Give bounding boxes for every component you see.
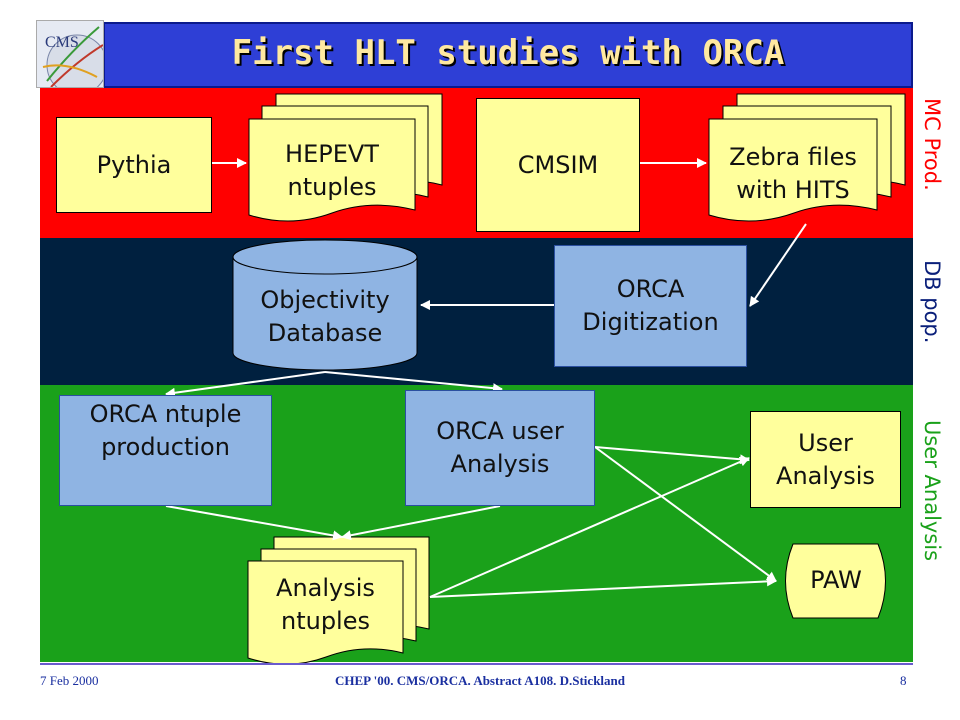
- user-analysis-label-line1: User: [798, 428, 853, 457]
- objectivity-database-label-line2: Database: [267, 319, 383, 347]
- hepevt-ntuples-label: HEPEVT ntuples: [249, 138, 415, 204]
- analysis-ntuples-label-line2: ntuples: [280, 607, 370, 635]
- pythia-label: Pythia: [96, 150, 172, 179]
- paw-label: PAW: [780, 564, 892, 597]
- cms-logo-graphic: CMS: [42, 26, 103, 87]
- arrow-objectivity-to-orca-user: [324, 371, 503, 394]
- arrow-analysis-ntuples-to-user-analysis: [429, 457, 750, 598]
- user-analysis-box: User Analysis: [750, 411, 901, 508]
- cmsim-label: CMSIM: [517, 150, 599, 179]
- orca-ntuple-production-label-line1: ORCA ntuple: [89, 400, 242, 428]
- analysis-ntuples-stack: [247, 536, 430, 665]
- cmsim-box: CMSIM: [476, 98, 640, 232]
- orca-ntuple-production-label-line2: production: [101, 433, 230, 461]
- slide-title: First HLT studies with ORCA: [231, 33, 785, 73]
- arrow-objectivity-to-ntuple-production: [165, 371, 326, 398]
- side-label-mc-prod: MC Prod.: [920, 98, 944, 191]
- footer-page-number: 8: [900, 673, 907, 688]
- arrow-orca-user-to-user-analysis: [594, 446, 750, 465]
- arrow-zebra-to-digitization: [749, 223, 807, 307]
- objectivity-database-label: Objectivity Database: [233, 284, 417, 350]
- arrow-orca-user-to-analysis-ntuples: [341, 505, 501, 541]
- objectivity-database-label-line1: Objectivity: [260, 286, 390, 314]
- arrow-orca-user-to-paw: [594, 446, 777, 582]
- zebra-files-label-line2: with HITS: [736, 176, 850, 204]
- footer-date: 7 Feb 2000: [40, 673, 99, 688]
- zebra-files-label-line1: Zebra files: [729, 143, 857, 171]
- orca-digitization-label-line2: Digitization: [582, 308, 719, 336]
- footer-citation: CHEP '00. CMS/ORCA. Abstract A108. D.Sti…: [335, 673, 625, 688]
- objectivity-database-cylinder: [232, 239, 418, 371]
- pythia-box: Pythia: [56, 117, 212, 213]
- orca-user-analysis-box: ORCA user Analysis: [405, 390, 595, 506]
- arrow-analysis-ntuples-to-paw: [429, 576, 777, 598]
- cms-logo: CMS: [36, 20, 104, 88]
- hepevt-ntuples-stack: [248, 93, 443, 222]
- orca-user-analysis-label-line1: ORCA user: [436, 417, 564, 445]
- orca-user-analysis-label-line2: Analysis: [450, 450, 550, 478]
- arrow-ntuple-production-to-analysis-ntuples: [165, 505, 343, 541]
- hepevt-ntuples-label-line2: ntuples: [287, 173, 377, 201]
- zebra-files-label: Zebra files with HITS: [709, 141, 877, 207]
- orca-ntuple-production-box: ORCA ntuple production: [59, 395, 272, 506]
- analysis-ntuples-label: Analysis ntuples: [248, 572, 403, 638]
- footer-divider: [40, 663, 913, 665]
- analysis-ntuples-label-line1: Analysis: [276, 574, 375, 602]
- orca-digitization-label-line1: ORCA: [616, 275, 685, 303]
- user-analysis-label-line2: Analysis: [776, 461, 875, 490]
- side-label-db-pop: DB pop.: [920, 260, 944, 344]
- zebra-files-stack: [708, 93, 906, 222]
- hepevt-ntuples-label-line1: HEPEVT: [285, 140, 379, 168]
- logo-text: CMS: [45, 34, 79, 51]
- paw-label-text: PAW: [810, 566, 862, 594]
- db-population-band: [40, 238, 913, 385]
- side-label-user-analysis: User Analysis: [920, 420, 944, 562]
- paw-shape: [785, 543, 886, 619]
- orca-digitization-box: ORCA Digitization: [554, 245, 747, 367]
- title-bar: First HLT studies with ORCA: [103, 22, 913, 88]
